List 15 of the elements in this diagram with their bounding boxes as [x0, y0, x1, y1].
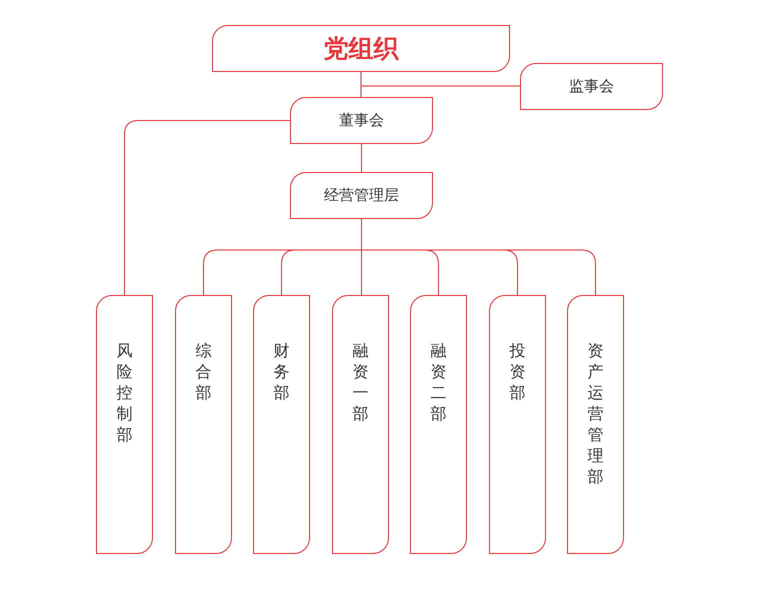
department-box: 资产运营管理部 [567, 295, 624, 554]
department-box: 财务部 [253, 295, 310, 554]
connector-line [360, 72, 520, 86]
department-box: 投资部 [489, 295, 546, 554]
org-box: 经营管理层 [290, 172, 433, 219]
connector-line [124, 120, 290, 296]
department-box: 融资一部 [332, 295, 389, 554]
connector-line [361, 144, 362, 172]
org-box: 监事会 [520, 63, 663, 110]
department-box: 综合部 [175, 295, 232, 554]
org-box: 董事会 [290, 97, 433, 144]
connector-line [361, 218, 596, 296]
department-box: 风险控制部 [96, 295, 153, 554]
party-box: 党组织 [212, 25, 510, 72]
department-box: 融资二部 [410, 295, 467, 554]
